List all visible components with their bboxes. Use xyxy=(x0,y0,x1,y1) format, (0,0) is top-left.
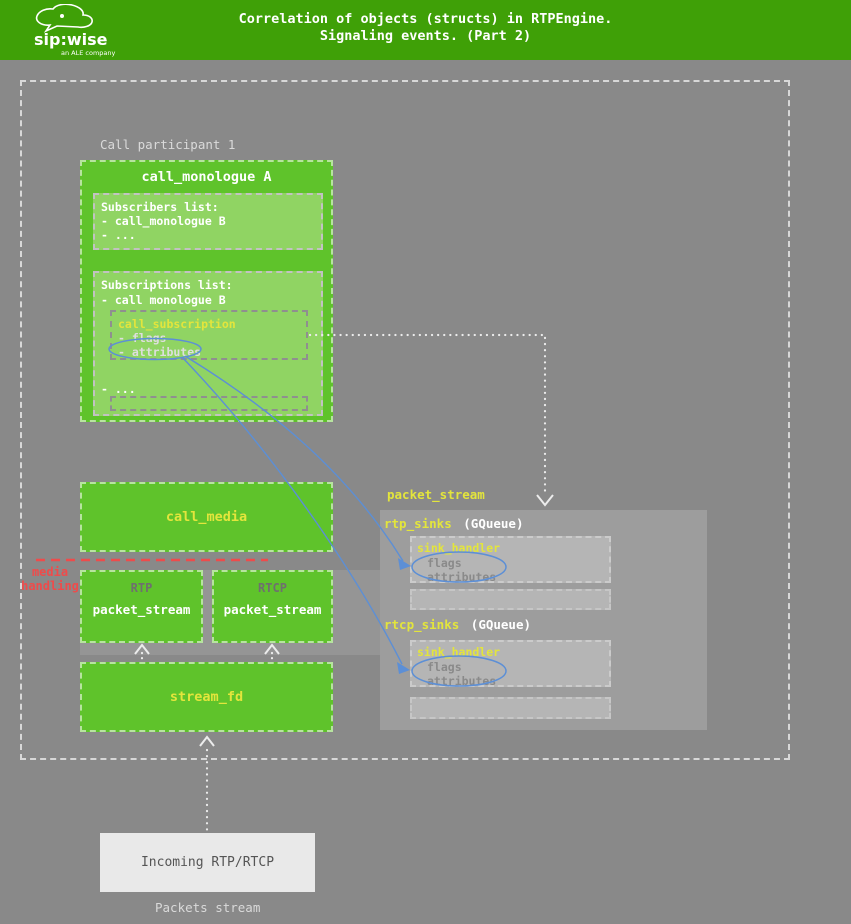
rtcp-sink-handler-title: sink_handler xyxy=(417,645,501,659)
subscriber-item: - ... xyxy=(101,228,136,242)
page-title: Correlation of objects (structs) in RTPE… xyxy=(0,11,851,45)
empty-rtcp-sink-slot xyxy=(410,697,611,719)
subscriptions-title: Subscriptions list: xyxy=(101,278,233,292)
incoming-rtp-rtcp-box: Incoming RTP/RTCP xyxy=(100,833,315,892)
call-boundary-frame xyxy=(20,80,790,760)
page-title-line1: Correlation of objects (structs) in RTPE… xyxy=(238,11,613,27)
call-monologue-box: call_monologue A Subscribers list: - cal… xyxy=(80,160,333,422)
logo-wordmark: sip:wise xyxy=(34,30,108,49)
rtp-sinks-row: rtp_sinks (GQueue) xyxy=(384,516,523,531)
call-monologue-title: call_monologue A xyxy=(141,169,272,185)
rtp-sinks-type: (GQueue) xyxy=(463,516,524,531)
subscriptions-more: - ... xyxy=(101,382,136,396)
rtp-sink-handler-attributes: attributes xyxy=(427,570,497,584)
rtp-sink-handler-title: sink_handler xyxy=(417,541,501,555)
logo-tagline: an ALE company xyxy=(61,49,116,57)
rtp-tag: RTP xyxy=(130,581,153,595)
subscribers-title: Subscribers list: xyxy=(101,200,219,214)
cloud-dot xyxy=(60,14,64,18)
rtcp-sink-handler-flags: flags xyxy=(427,659,462,674)
subscriptions-list-box: Subscriptions list: - call monologue B c… xyxy=(93,271,323,416)
page-title-line2: Signaling events. (Part 2) xyxy=(319,28,532,44)
sipwise-cloud-icon xyxy=(35,4,93,33)
stream-fd-box: stream_fd xyxy=(80,662,333,732)
subscriber-item: - call_monologue B xyxy=(101,214,226,228)
subscribers-list-box: Subscribers list: - call_monologue B - .… xyxy=(93,193,323,250)
call-media-box: call_media xyxy=(80,482,333,552)
stream-fd-title: stream_fd xyxy=(169,689,244,705)
packets-stream-label: Packets stream xyxy=(155,900,261,915)
media-handling-label: media handling xyxy=(21,565,79,593)
rtp-packet-stream-box: RTP packet_stream xyxy=(80,570,203,643)
rtcp-sinks-type: (GQueue) xyxy=(470,617,532,632)
call-subscription-box: call_subscription - flags - attributes xyxy=(110,310,308,360)
incoming-label: Incoming RTP/RTCP xyxy=(140,855,275,870)
rtp-sink-handler-box: sink_handler flags attributes xyxy=(410,536,611,584)
packet-stream-panel: rtp_sinks (GQueue) sink_handler flags at… xyxy=(380,510,707,730)
rtcp-tag: RTCP xyxy=(258,581,287,595)
subscription-item: - call monologue B xyxy=(101,293,226,307)
header-bar: sip:wise an ALE company Correlation of o… xyxy=(0,0,851,60)
rtcp-sink-handler-box: sink_handler flags attributes xyxy=(410,640,611,688)
call-media-title: call_media xyxy=(165,509,248,525)
call-subscription-attributes: - attributes xyxy=(118,345,202,359)
packet-stream-panel-label: packet_stream xyxy=(387,487,485,502)
empty-rtp-sink-slot xyxy=(410,589,611,610)
call-subscription-flags: - flags xyxy=(118,331,167,345)
rtcp-sinks-row: rtcp_sinks (GQueue) xyxy=(384,617,531,632)
rtp-packet-stream-title: packet_stream xyxy=(92,602,191,617)
call-participant-label: Call participant 1 xyxy=(100,137,236,152)
call-subscription-title: call_subscription xyxy=(118,317,236,331)
rtcp-packet-stream-box: RTCP packet_stream xyxy=(212,570,333,643)
rtcp-sink-handler-attributes: attributes xyxy=(427,674,497,688)
rtp-sinks-name: rtp_sinks xyxy=(384,516,452,531)
rtcp-packet-stream-title: packet_stream xyxy=(223,602,322,617)
rtcp-sinks-name: rtcp_sinks xyxy=(384,617,460,632)
sipwise-logo: sip:wise an ALE company xyxy=(34,4,116,57)
rtp-sink-handler-flags: flags xyxy=(427,555,462,570)
empty-subscription-slot xyxy=(110,396,308,411)
